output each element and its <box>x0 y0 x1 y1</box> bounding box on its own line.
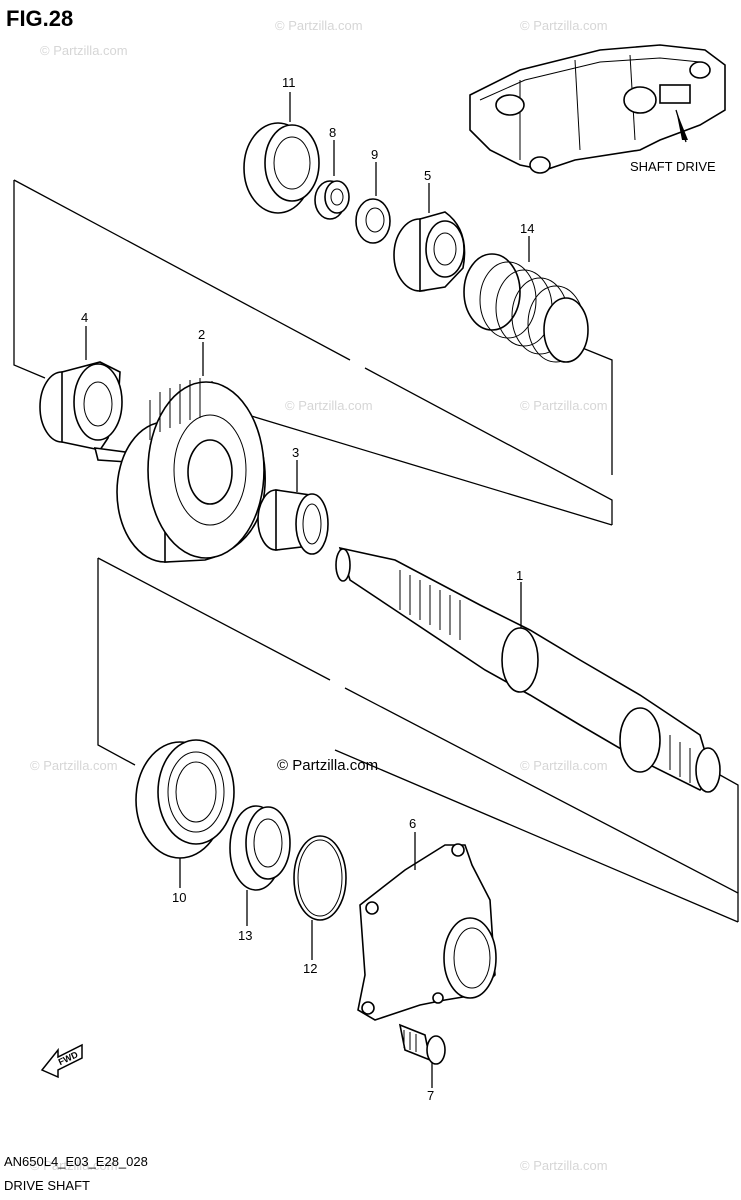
callout-8: 8 <box>329 125 336 140</box>
part-2-gear <box>116 342 266 563</box>
watermark: © Partzilla.com <box>275 18 363 33</box>
callout-2: 2 <box>198 327 205 342</box>
watermark: © Partzilla.com <box>520 758 608 773</box>
part-10-bearing <box>135 739 235 888</box>
callout-11: 11 <box>282 75 296 90</box>
copyright-line-1: © Partzilla.com <box>277 757 378 774</box>
watermark: © Partzilla.com <box>40 43 128 58</box>
part-12-o-ring <box>293 835 347 960</box>
part-5-retainer <box>393 183 466 292</box>
watermark: © Partzilla.com <box>520 398 608 413</box>
watermark: © Partzilla.com <box>285 398 373 413</box>
part-1-drive-shaft <box>335 546 721 793</box>
callout-1: 1 <box>516 568 523 583</box>
part-14-spring <box>463 236 589 363</box>
callout-4: 4 <box>81 310 88 325</box>
part-4-cam-dog <box>39 326 130 463</box>
figure-title: FIG.28 <box>6 6 73 31</box>
watermark: © Partzilla.com <box>520 1158 608 1173</box>
part-8-nut <box>314 140 350 220</box>
watermark: © Partzilla.com <box>30 1158 118 1173</box>
callout-9: 9 <box>371 147 378 162</box>
inset-label: SHAFT DRIVE <box>630 159 716 174</box>
part-9-washer <box>355 162 391 244</box>
callout-3: 3 <box>292 445 299 460</box>
callout-5: 5 <box>424 168 431 183</box>
figure-caption: DRIVE SHAFT <box>4 1178 90 1193</box>
callout-10: 10 <box>172 890 186 905</box>
part-6-housing <box>357 832 497 1021</box>
shaft-drive-inset: SHAFT DRIVE <box>469 44 726 174</box>
callout-14: 14 <box>520 221 534 236</box>
callout-13: 13 <box>238 928 252 943</box>
upper-group-frame <box>13 180 46 379</box>
callout-12: 12 <box>303 961 317 976</box>
part-7-bolt <box>398 1023 446 1088</box>
watermark: © Partzilla.com <box>30 758 118 773</box>
figure-code: AN650L4_E03_E28_028 <box>4 1154 148 1169</box>
part-11-seal <box>243 92 320 214</box>
watermark: © Partzilla.com <box>520 18 608 33</box>
callout-7: 7 <box>427 1088 434 1103</box>
lower-group-frame <box>97 558 136 766</box>
part-3-bushing <box>257 460 329 555</box>
watermarks: © Partzilla.com © Partzilla.com © Partzi… <box>30 18 608 1173</box>
callout-6: 6 <box>409 816 416 831</box>
part-13-seal <box>229 805 291 926</box>
fwd-arrow-icon: FWD <box>40 1043 83 1079</box>
